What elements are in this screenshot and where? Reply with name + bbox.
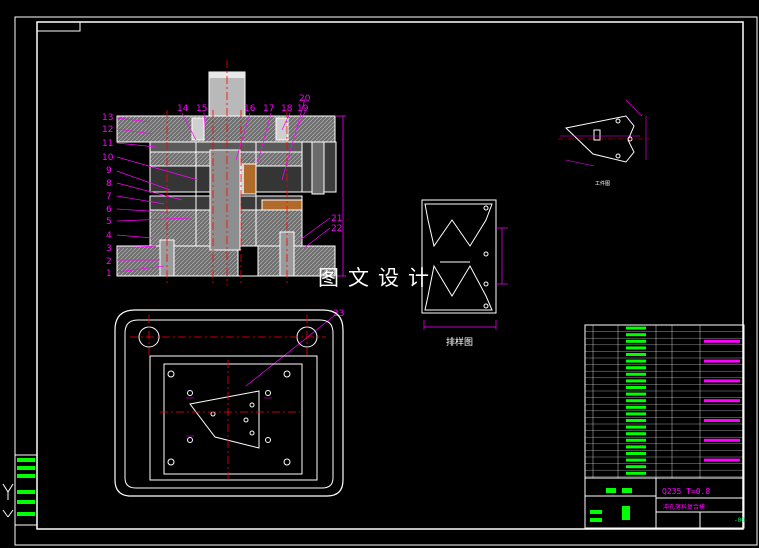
table-cell-mark <box>704 359 740 363</box>
material-spec: Q235 T=0.8 <box>662 487 711 496</box>
part-number-16: 16 <box>244 104 256 114</box>
table-cell-mark <box>704 458 740 462</box>
table-cell-mark <box>704 379 740 383</box>
table-cell-mark <box>626 346 646 350</box>
workpiece-caption: 工件图 <box>595 181 611 187</box>
part-number-14: 14 <box>177 104 189 114</box>
table-cell-mark <box>626 353 646 356</box>
die-section-view <box>116 60 346 285</box>
table-cell-mark <box>626 445 646 449</box>
part-number-19: 19 <box>297 104 309 114</box>
part-number-21: 21 <box>331 214 342 224</box>
part-number-9: 9 <box>106 166 112 176</box>
part-number-1: 1 <box>106 269 112 279</box>
table-cell-mark <box>626 326 646 330</box>
table-cell-mark <box>626 359 646 363</box>
part-number-23: 23 <box>333 309 344 319</box>
part-number-7: 7 <box>106 192 112 202</box>
table-cell-mark <box>626 425 646 429</box>
table-cell-mark <box>704 339 740 343</box>
part-leaders <box>116 98 335 387</box>
table-cell-mark <box>626 419 646 422</box>
part-number-10: 10 <box>102 153 114 163</box>
table-cell-mark <box>704 438 740 442</box>
table-cell-mark <box>626 339 646 343</box>
side-margin-block <box>2 454 38 526</box>
table-cell-mark <box>626 438 646 442</box>
table-cell-mark <box>704 399 740 403</box>
table-cell-mark <box>626 412 646 416</box>
drawing-frame <box>14 16 758 546</box>
table-cell-mark <box>626 379 646 383</box>
table-cell-mark <box>626 465 646 469</box>
strip-layout-caption: 排样图 <box>446 338 474 348</box>
table-cell-mark <box>626 471 646 475</box>
table-cell-mark <box>626 405 646 409</box>
watermark-title: 图文设计 <box>318 266 438 290</box>
title-block <box>584 477 745 529</box>
part-number-22: 22 <box>331 224 342 234</box>
part-number-12: 12 <box>102 125 113 135</box>
part-number-17: 17 <box>263 104 274 114</box>
table-cell-mark <box>626 452 646 455</box>
part-number-2: 2 <box>106 257 112 267</box>
part-number-13: 13 <box>102 113 113 123</box>
table-cell-mark <box>626 399 646 403</box>
part-number-5: 5 <box>106 217 112 227</box>
part-number-11: 11 <box>102 139 113 149</box>
table-cell-mark <box>626 366 646 370</box>
part-number-15: 15 <box>196 104 207 114</box>
part-number-18: 18 <box>281 104 293 114</box>
part-number-20: 20 <box>299 94 311 104</box>
table-cell-mark <box>626 458 646 462</box>
table-cell-mark <box>626 432 646 436</box>
table-cell-mark <box>626 392 646 396</box>
drawing-name: 冲孔落料复合模 <box>663 504 706 511</box>
table-cell-mark <box>704 419 740 422</box>
workpiece-view <box>558 99 650 167</box>
parts-list-table <box>584 324 745 479</box>
strip-layout-view <box>421 199 508 330</box>
die-plan-view <box>114 309 344 497</box>
drawing-code: -00 <box>734 517 745 524</box>
part-number-4: 4 <box>106 231 112 241</box>
part-number-labels: 13 12 11 10 9 8 7 6 5 4 3 2 1 14 15 16 1… <box>102 94 344 319</box>
table-cell-mark <box>626 333 646 337</box>
table-cell-mark <box>626 372 646 376</box>
part-number-6: 6 <box>106 205 112 215</box>
part-number-8: 8 <box>106 179 112 189</box>
part-number-3: 3 <box>106 244 112 254</box>
parts-list-rows <box>585 326 744 477</box>
table-cell-mark <box>626 386 646 389</box>
